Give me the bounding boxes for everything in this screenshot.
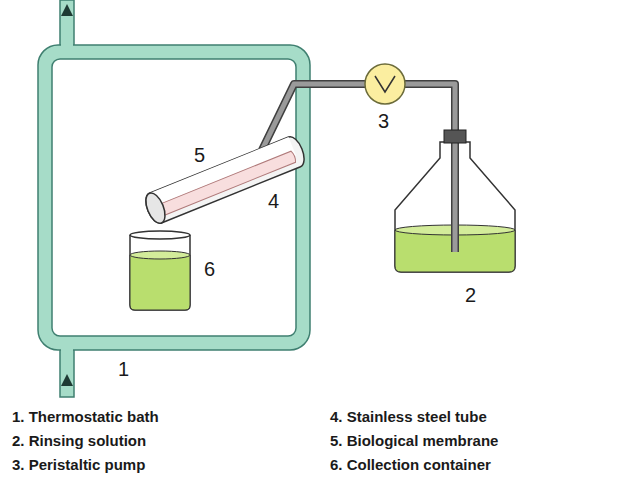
tube-end [142,190,169,226]
key-text: 1. Thermostatic bath [12,408,159,425]
key-text: 5. Biological membrane [330,432,498,449]
beaker-rim [130,231,190,239]
key-text: 4. Stainless steel tube [330,408,487,425]
callout-number: 3 [378,110,389,133]
inlet-pipe [60,345,74,397]
callout-number: 6 [204,258,215,281]
callout-number: 1 [118,358,129,381]
key-text: 3. Peristaltic pump [12,456,145,473]
callout-number: 2 [465,284,476,307]
collection-container [130,235,190,310]
biological-membrane [157,151,296,217]
tubing-outline [451,140,459,252]
callout-number: 5 [194,144,205,167]
bath-interior [52,59,296,336]
peristaltic-pump [365,64,405,104]
flow-arrow [61,4,73,16]
pipe-joint [61,44,73,47]
outlet-pipe [60,0,74,50]
steel-tube [142,134,308,226]
bottle-cap [444,130,466,143]
thermostatic-bath [38,45,310,350]
callout-number: 4 [268,190,279,213]
pipe-joint [61,348,73,351]
collected-liquid [130,255,190,310]
tube-body [142,134,308,226]
liquid-surface [130,251,190,259]
pump-symbol [375,76,395,92]
key-text: 6. Collection container [330,456,491,473]
key-text: 2. Rinsing solution [12,432,146,449]
flow-arrow [61,374,73,386]
tubing [453,140,458,252]
